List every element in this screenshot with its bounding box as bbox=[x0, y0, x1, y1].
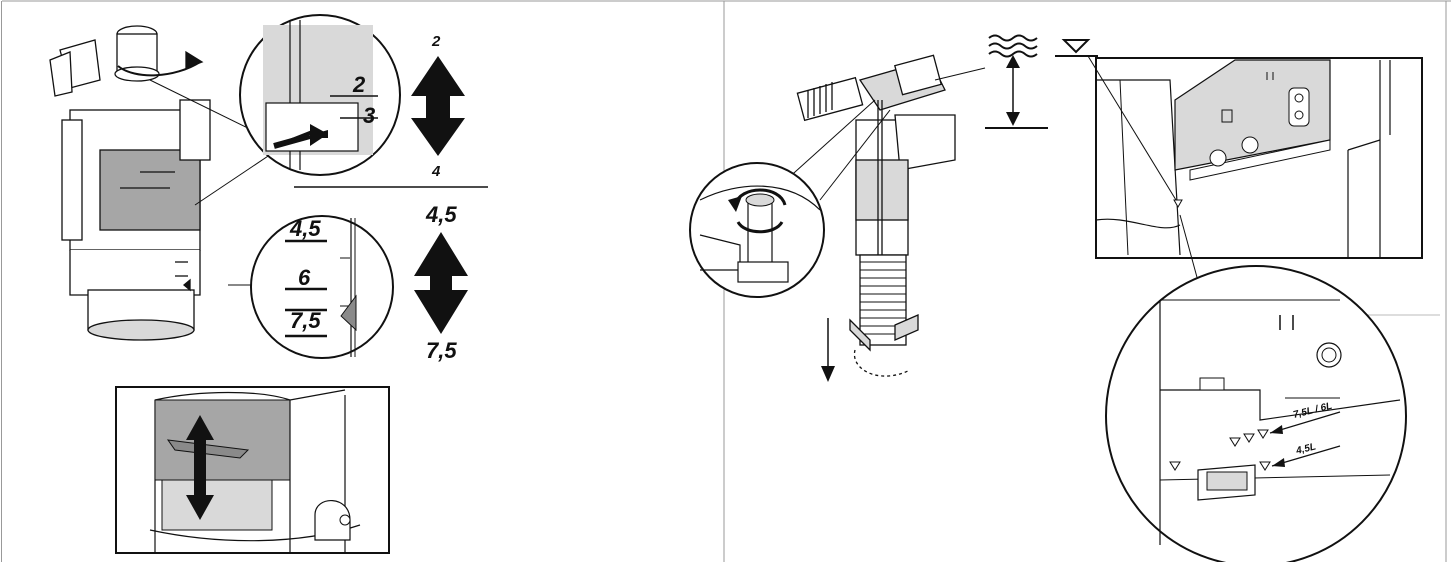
level-arrow-down-head bbox=[1006, 112, 1020, 126]
level-label-lower: 4,5L bbox=[1294, 441, 1317, 457]
leader-line bbox=[934, 67, 986, 81]
fill-valve-illustration bbox=[796, 54, 956, 377]
max-level-triangle-icon bbox=[1055, 39, 1098, 57]
zoom-circle-volume-scale bbox=[250, 215, 394, 359]
level-arrow-up-head bbox=[1006, 55, 1020, 68]
down-arrow-head bbox=[821, 366, 835, 382]
zoom-top-label-a: 2 bbox=[352, 72, 366, 97]
zoom-circle-float-position bbox=[239, 14, 401, 176]
zoom-mid-label-c: 7,5 bbox=[290, 308, 321, 333]
zoom-circle-adjust-screw bbox=[689, 162, 825, 298]
mid-arrow-top-label: 4,5 bbox=[425, 202, 457, 227]
leader-line bbox=[149, 79, 263, 136]
water-level-symbol bbox=[988, 34, 1038, 58]
flush-valve-illustration bbox=[49, 25, 211, 341]
adjust-arrow-middle bbox=[414, 232, 468, 334]
zoom-mid-label-a: 4,5 bbox=[289, 216, 321, 241]
mid-arrow-bottom-label: 7,5 bbox=[426, 338, 457, 363]
zoom-mid-label-b: 6 bbox=[298, 265, 311, 290]
zoom-top-label-b: 3 bbox=[363, 103, 375, 128]
inset-float-adjust-box bbox=[115, 386, 390, 554]
adjust-arrow-top bbox=[411, 56, 465, 156]
zoom-circle-level-marks bbox=[1105, 265, 1407, 562]
inset-cistern-box bbox=[1095, 57, 1423, 259]
top-arrow-bottom-label: 4 bbox=[431, 163, 441, 180]
leader-line bbox=[1087, 55, 1177, 201]
top-arrow-top-label: 2 bbox=[431, 33, 441, 50]
leader-line bbox=[819, 109, 891, 201]
